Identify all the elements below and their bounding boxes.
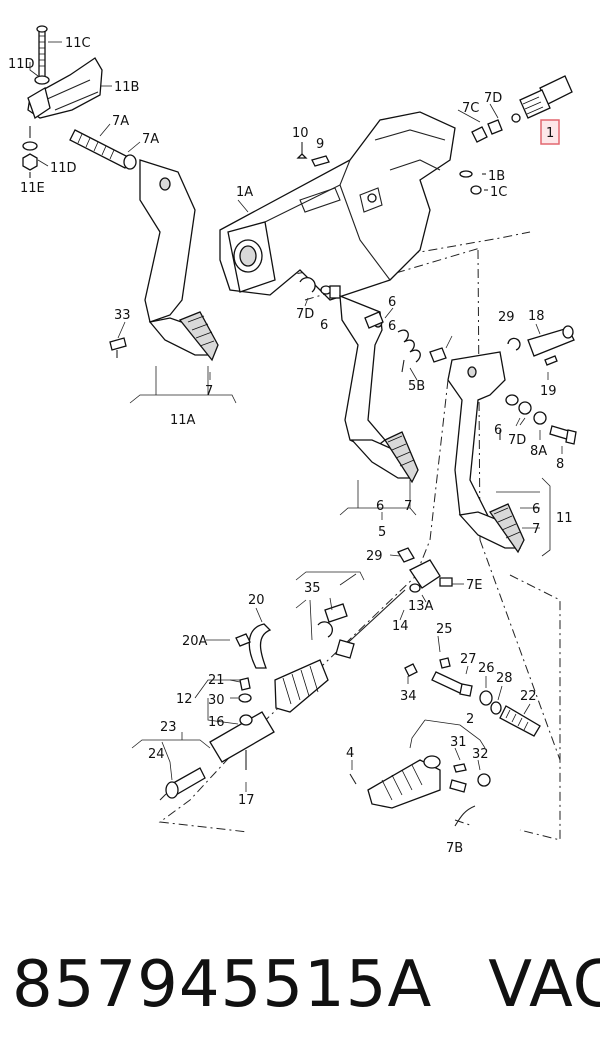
callout-11e: 11E xyxy=(20,181,45,196)
callout-11a: 11A xyxy=(170,413,196,428)
callout-6: 6 xyxy=(376,499,384,514)
pedal-5 xyxy=(299,277,447,484)
callout-1a: 1A xyxy=(236,185,253,200)
callout-35: 35 xyxy=(304,581,321,596)
callout-1c: 1C xyxy=(490,185,507,200)
callout-11d: 11D xyxy=(8,57,35,72)
callout-10: 10 xyxy=(292,126,309,141)
bracket-11b xyxy=(22,25,103,178)
callout-5: 5 xyxy=(378,525,386,540)
callout-28: 28 xyxy=(496,671,513,686)
callout-6: 6 xyxy=(532,502,540,517)
callout-18: 18 xyxy=(528,309,545,324)
callout-23: 23 xyxy=(160,720,177,735)
callout-33: 33 xyxy=(114,308,131,323)
callout-11c: 11C xyxy=(65,36,91,51)
callout-20: 20 xyxy=(248,593,265,608)
callout-1b: 1B xyxy=(488,169,505,184)
callout-7b: 7B xyxy=(446,841,463,856)
part-number-caption: 857945515A VAG xyxy=(12,930,600,1040)
callout-7e: 7E xyxy=(466,578,483,593)
pedal-11 xyxy=(447,325,577,554)
callout-13a: 13A xyxy=(408,599,434,614)
callout-labels: 11C 11D 11B 11D 11E 7A 7A 10 9 7D 7C 1 1… xyxy=(8,36,573,856)
callout-7d: 7D xyxy=(484,91,502,106)
callout-8: 8 xyxy=(556,457,564,472)
callout-6: 6 xyxy=(494,423,502,438)
callout-34: 34 xyxy=(400,689,417,704)
callout-29: 29 xyxy=(366,549,383,564)
callout-6: 6 xyxy=(388,295,396,310)
callout-19: 19 xyxy=(540,384,557,399)
callout-32: 32 xyxy=(472,747,489,762)
pedal-11a xyxy=(69,129,219,362)
housing-1a xyxy=(219,111,456,301)
callout-7a: 7A xyxy=(112,114,129,129)
callout-14: 14 xyxy=(392,619,409,634)
callout-20a: 20A xyxy=(182,634,208,649)
part-number: 857945515A xyxy=(12,948,433,1022)
pedal-assembly-drawing: 11C 11D 11B 11D 11E 7A 7A 10 9 7D 7C 1 1… xyxy=(8,25,577,856)
callout-24: 24 xyxy=(148,747,165,762)
callout-27: 27 xyxy=(460,652,477,667)
callout-17: 17 xyxy=(238,793,255,808)
callout-6: 6 xyxy=(320,318,328,333)
brand-name: VAG xyxy=(488,948,600,1022)
switch-1 xyxy=(459,75,573,195)
callout-21: 21 xyxy=(208,673,225,688)
callout-11d: 11D xyxy=(50,161,77,176)
master-cylinder-assembly xyxy=(159,547,541,827)
callout-29: 29 xyxy=(498,310,515,325)
clips-9-10 xyxy=(296,142,330,167)
callout-7d: 7D xyxy=(508,433,526,448)
callout-26: 26 xyxy=(478,661,495,676)
callout-7: 7 xyxy=(205,384,213,399)
callout-7: 7 xyxy=(532,522,540,537)
callout-12: 12 xyxy=(176,692,193,707)
callout-5b: 5B xyxy=(408,379,425,394)
callout-8a: 8A xyxy=(530,444,547,459)
callout-9: 9 xyxy=(316,137,324,152)
parts-diagram: 11C 11D 11B 11D 11E 7A 7A 10 9 7D 7C 1 1… xyxy=(8,25,577,856)
callout-7: 7 xyxy=(404,499,412,514)
callout-1: 1 xyxy=(546,126,554,141)
leader-lines xyxy=(29,41,563,792)
callout-11: 11 xyxy=(556,511,573,526)
highlight-box xyxy=(540,119,560,145)
callout-25: 25 xyxy=(436,622,453,637)
callout-11b: 11B xyxy=(114,80,139,95)
callout-7a: 7A xyxy=(142,132,159,147)
callout-30: 30 xyxy=(208,693,225,708)
callout-16: 16 xyxy=(208,715,225,730)
callout-4: 4 xyxy=(346,746,354,761)
callout-2: 2 xyxy=(466,712,474,727)
callout-31: 31 xyxy=(450,735,467,750)
callout-6: 6 xyxy=(388,319,396,334)
callout-22: 22 xyxy=(520,689,537,704)
callout-7c: 7C xyxy=(462,101,479,116)
callout-7d: 7D xyxy=(296,307,314,322)
